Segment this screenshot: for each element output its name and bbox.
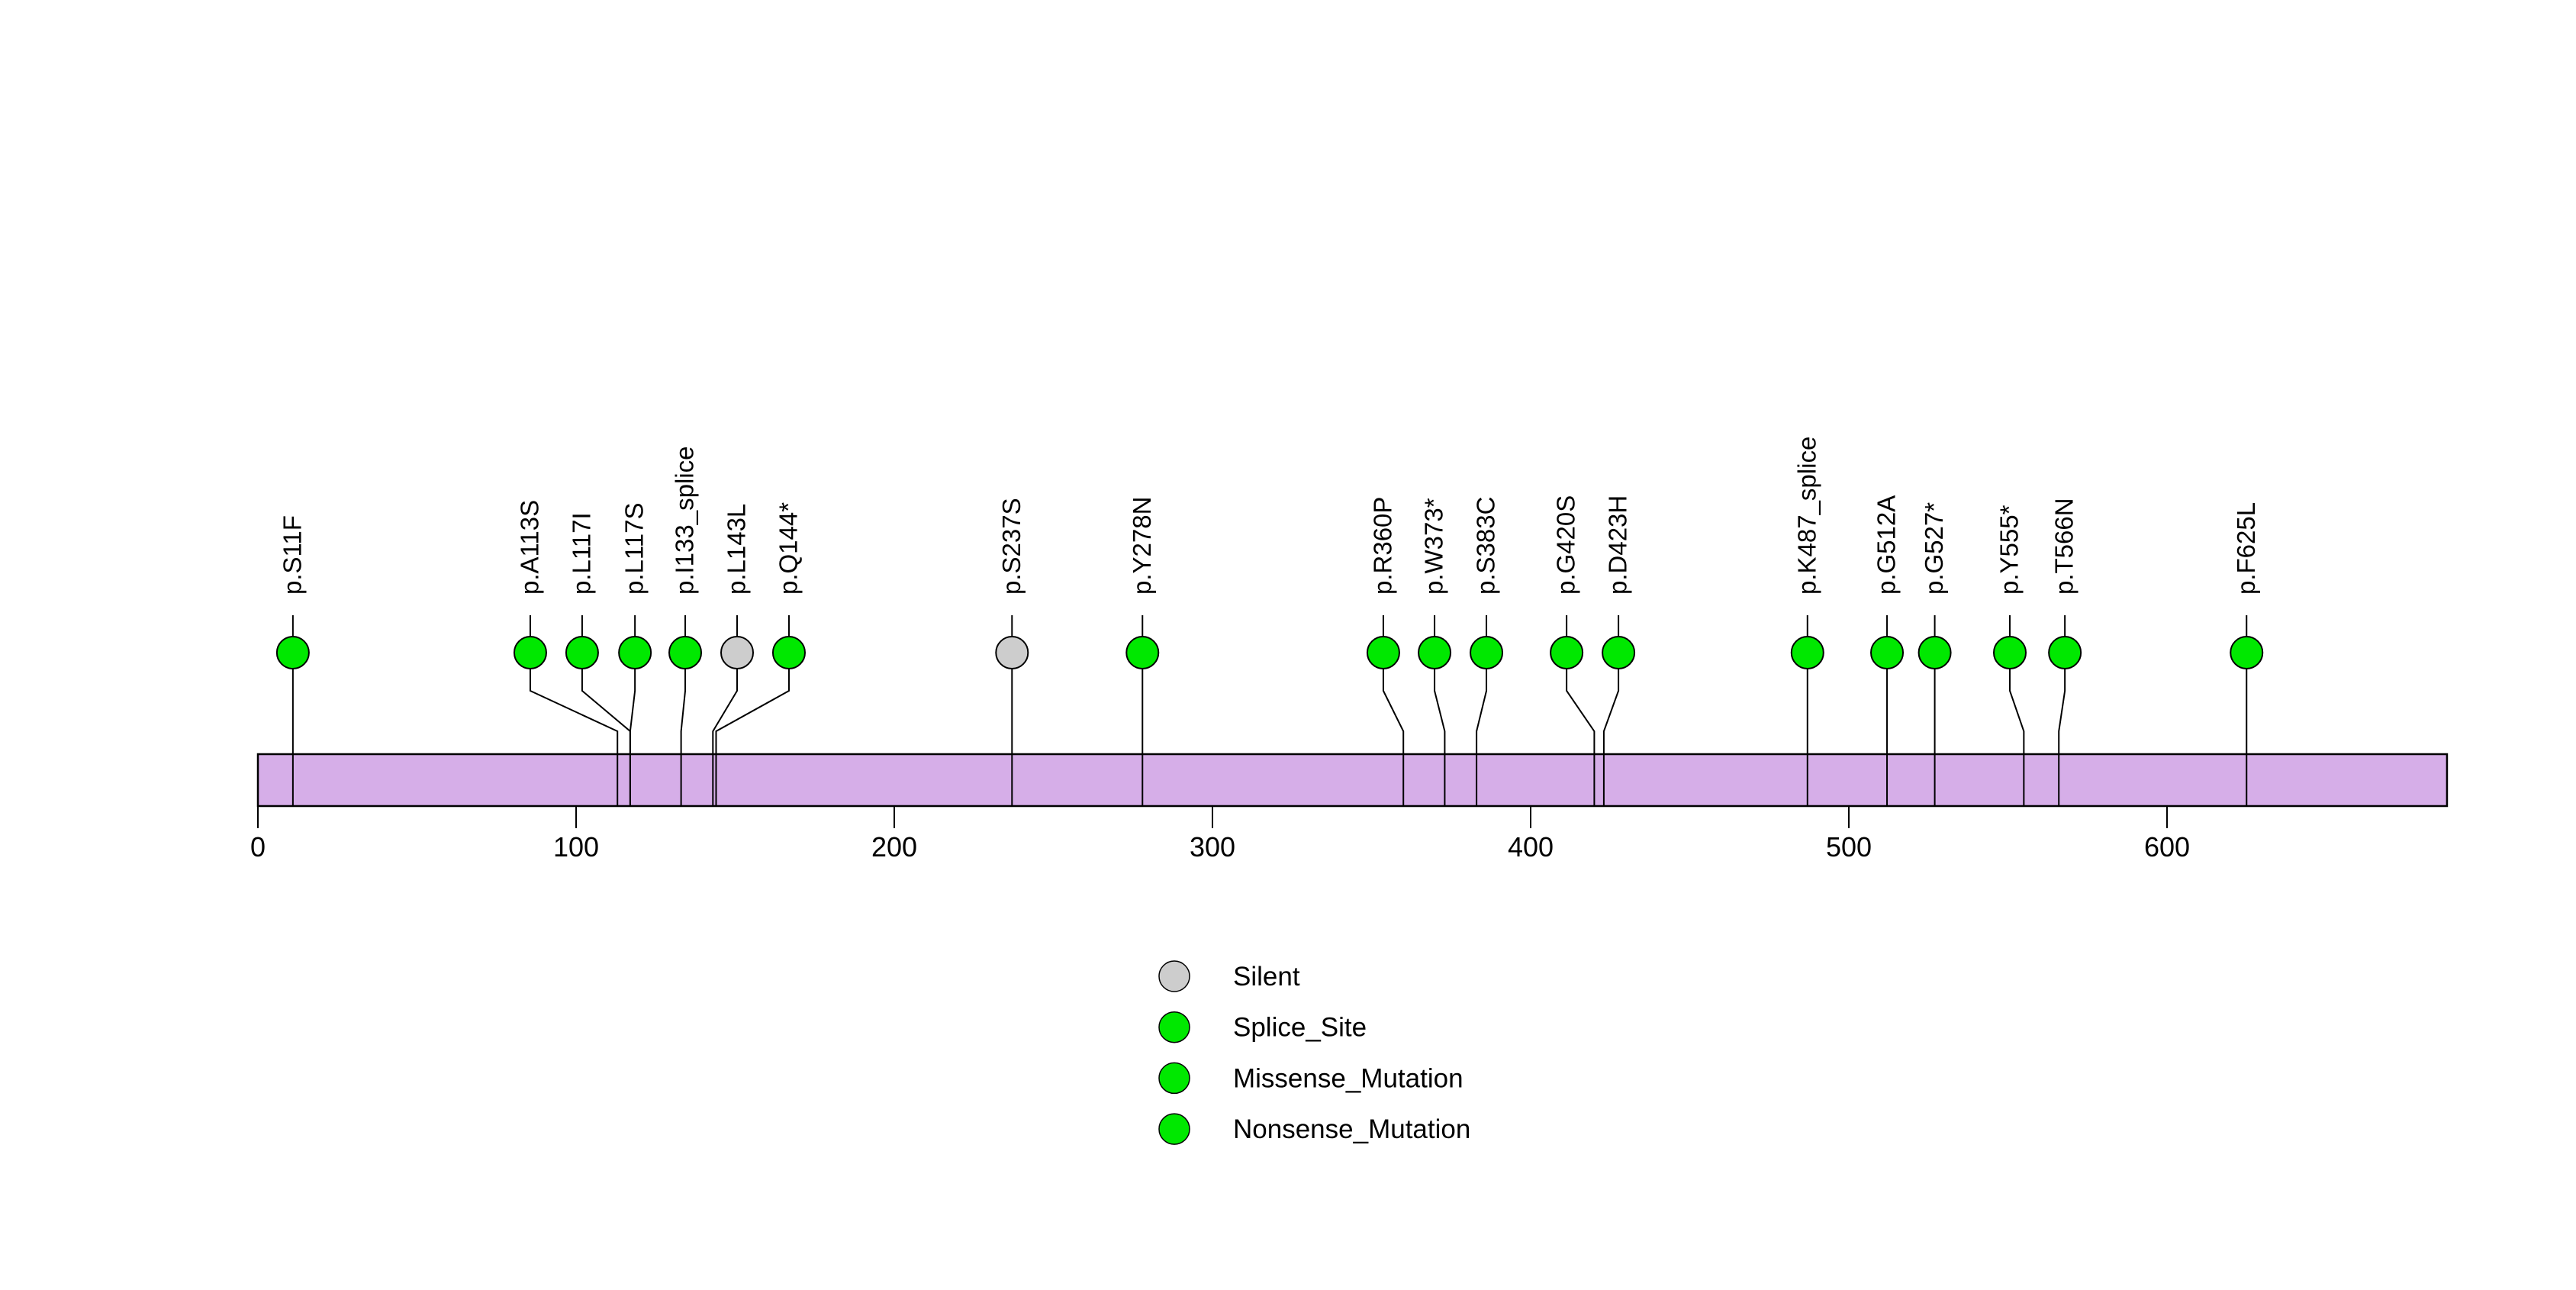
legend-label: Silent (1233, 962, 1300, 992)
lollipop-head (1550, 636, 1584, 669)
mutation-label: p.Y278N (1128, 497, 1156, 595)
legend: SilentSplice_SiteMissense_MutationNonsen… (1158, 960, 1470, 1145)
protein-bar (256, 753, 2449, 808)
lollipop-head (275, 636, 310, 669)
lollipop-head (1790, 636, 1824, 669)
lollipop-head (1125, 636, 1160, 669)
mutation-label: p.A113S (516, 500, 544, 595)
legend-swatch-circle (1158, 1113, 1190, 1145)
mutation-label: p.L117S (620, 503, 649, 595)
axis-tick-label: 600 (2144, 831, 2190, 863)
lollipop-head (995, 636, 1029, 669)
mutation-label: p.K487_splice (1792, 437, 1821, 595)
mutation-label: p.L117I (567, 512, 595, 595)
mutation-labels: p.S11F p.A113S p.L117I p.L117S p.I133_splice… (278, 437, 2259, 595)
mutation-label: p.D423H (1604, 495, 1632, 595)
lollipop-head (1366, 636, 1400, 669)
legend-label: Splice_Site (1233, 1013, 1367, 1043)
lollipop-head (2230, 636, 2264, 669)
mutation-label: p.L143L (723, 504, 751, 595)
lollipop-head (771, 636, 806, 669)
lollipop-head (668, 636, 703, 669)
mutation-label: p.G527* (1920, 502, 1948, 595)
lollipop-head (1418, 636, 1452, 669)
lollipop-head (2048, 636, 2082, 669)
legend-label: Nonsense_Mutation (1233, 1114, 1470, 1144)
legend-swatch-circle (1158, 1011, 1190, 1043)
lollipop-head (513, 636, 547, 669)
mutation-label: p.Y555* (1995, 505, 2024, 595)
x-axis: 0 100 200 300 400 500 600 (250, 806, 2190, 863)
mutation-label: p.R360P (1368, 497, 1396, 595)
mutation-label: p.F625L (2232, 502, 2260, 595)
legend-swatch-circle (1158, 960, 1190, 992)
axis-tick-label: 200 (871, 831, 917, 863)
mutation-label: p.Q144* (774, 502, 803, 595)
lollipop-head (1602, 636, 1636, 669)
lollipop-head (565, 636, 599, 669)
axis-tick-label: 100 (553, 831, 599, 863)
lollipop-heads (275, 636, 2264, 669)
axis-tick-label: 500 (1826, 831, 1872, 863)
mutation-label: p.S11F (278, 515, 306, 595)
mutation-label: p.G420S (1552, 495, 1580, 595)
mutation-label: p.W373* (1420, 498, 1448, 595)
lollipop-head (1470, 636, 1504, 669)
lollipop-head (720, 636, 755, 669)
legend-label: Missense_Mutation (1233, 1063, 1463, 1093)
axis-tick-label: 300 (1190, 831, 1235, 863)
mutation-label: p.G512A (1872, 495, 1901, 595)
mutation-label: p.T566N (2050, 498, 2079, 595)
mutation-label: p.I133_splice (671, 447, 699, 595)
lollipop-head (1918, 636, 1952, 669)
mutation-label: p.S237S (997, 498, 1026, 595)
lollipop-head (618, 636, 652, 669)
protein-backbone-bar (256, 753, 2449, 808)
lollipop-head (1993, 636, 2027, 669)
mutation-label: p.S383C (1472, 497, 1500, 595)
lollipop-head (1870, 636, 1905, 669)
axis-tick-label: 0 (250, 831, 266, 863)
legend-swatch-circle (1158, 1062, 1190, 1095)
axis-tick-label: 400 (1508, 831, 1554, 863)
